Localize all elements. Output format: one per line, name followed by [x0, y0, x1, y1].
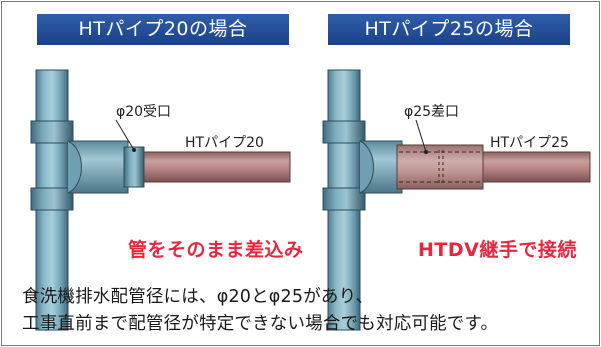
left-pipe-label: HTパイプ20	[185, 135, 264, 151]
right-port-label: φ25差口	[404, 104, 460, 120]
right-port-leader-line	[415, 119, 427, 153]
right-tee-branch	[359, 140, 403, 194]
left-drain-pipe	[139, 151, 291, 183]
left-caption: 管をそのまま差込み	[128, 239, 304, 261]
right-pipe-label: HTパイプ25	[490, 135, 569, 151]
description-line-1: 食洗機排水配管径には、φ20とφ25があり、	[22, 287, 374, 307]
left-tee-branch	[67, 140, 145, 194]
right-caption: HTDV継手で接続	[418, 239, 577, 261]
right-htdv-coupling	[396, 144, 484, 190]
left-port-label: φ20受口	[116, 104, 172, 120]
left-port-leader-line	[115, 119, 135, 151]
right-panel-title: HTパイプ25の場合	[328, 14, 570, 45]
description-line-2: 工事直前まで配管径が特定できない場合でも対応可能です。	[22, 314, 499, 334]
left-port-leader-dot	[132, 148, 136, 152]
left-panel-title: HTパイプ20の場合	[37, 14, 289, 45]
right-drain-pipe	[479, 151, 591, 183]
right-vertical-pipe	[322, 69, 366, 331]
right-port-leader-dot	[424, 150, 428, 154]
left-vertical-pipe	[30, 69, 74, 331]
